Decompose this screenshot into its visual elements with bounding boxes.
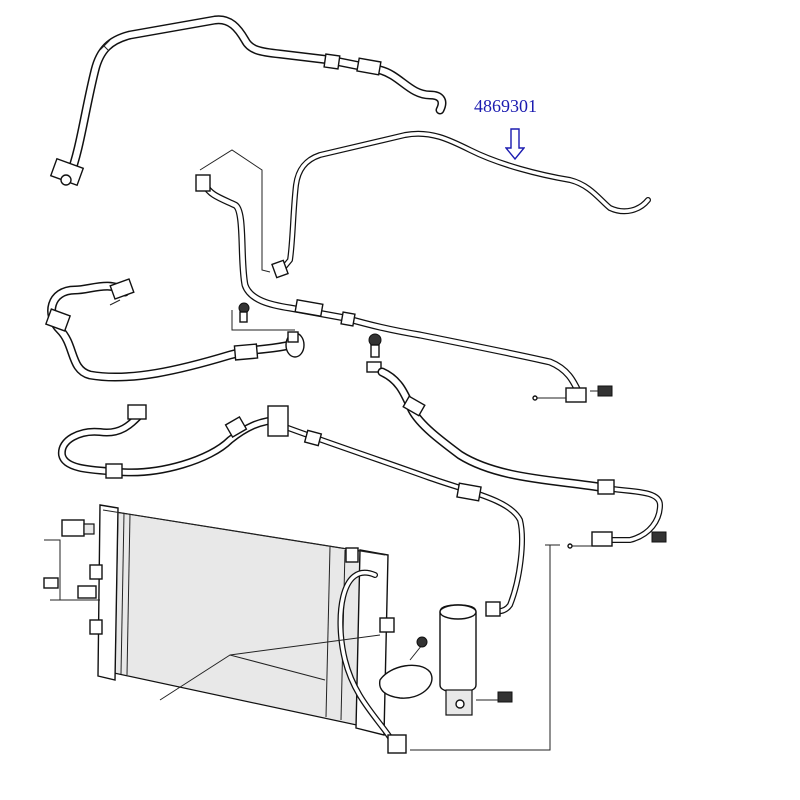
part-number-label: 4869301	[474, 96, 537, 116]
receiver-drier[interactable]	[378, 604, 513, 716]
bolt-middle	[238, 302, 382, 373]
ac-pipe-4869301[interactable]	[271, 130, 651, 279]
down-arrow-icon	[505, 128, 525, 160]
suction-hose-top	[49, 15, 447, 187]
leader-lines	[199, 149, 560, 751]
pressure-pipe-middle	[195, 174, 613, 403]
condenser[interactable]	[89, 504, 407, 754]
pressure-switch-and-plugs	[43, 519, 100, 601]
flexible-hose-right	[377, 367, 667, 549]
flexible-hose-left	[44, 278, 305, 382]
condenser-pipe	[57, 404, 525, 617]
